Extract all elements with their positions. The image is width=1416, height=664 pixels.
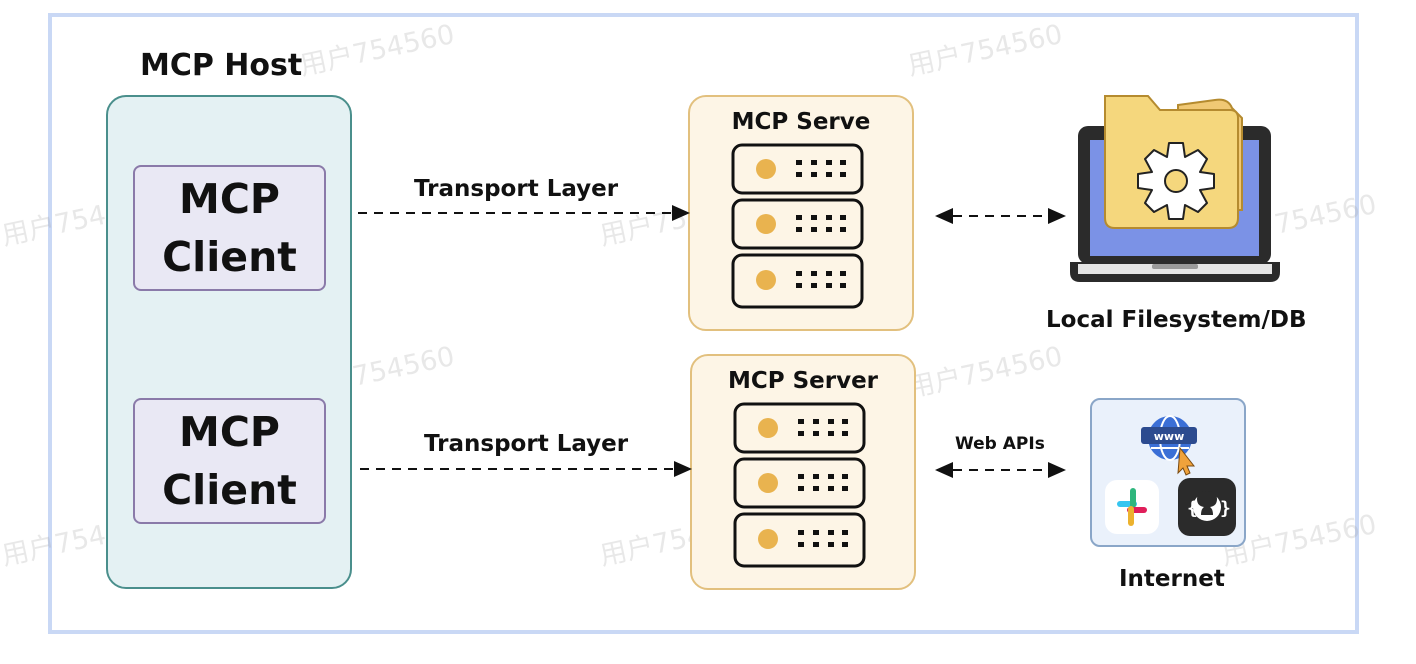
transport-label: Transport Layer <box>414 176 619 202</box>
local-filesystem-label: Local Filesystem/DB <box>1046 307 1307 333</box>
client-label-line2: Client <box>162 466 297 514</box>
client-node: MCP Client <box>133 398 326 524</box>
client-label-line2: Client <box>162 233 297 281</box>
gear-icon <box>1137 142 1215 220</box>
www-text: www <box>1154 430 1185 443</box>
diagram-frame <box>48 13 1359 634</box>
slack-icon <box>1105 480 1159 534</box>
client-label-line1: MCP <box>179 175 280 223</box>
server-title: MCP Server <box>727 368 879 394</box>
github-icon: { } <box>1178 478 1236 536</box>
server-rack-icon <box>733 402 866 568</box>
svg-text:}: } <box>1220 498 1231 519</box>
globe-www-icon: www <box>1141 415 1197 476</box>
host-title: MCP Host <box>140 48 303 83</box>
server-rack-icon <box>731 143 864 309</box>
server-title: MCP Serve <box>731 109 871 135</box>
internet-label: Internet <box>1119 566 1225 592</box>
transport-label: Transport Layer <box>424 431 629 457</box>
svg-text:{: { <box>1187 498 1198 519</box>
client-node: MCP Client <box>133 165 326 291</box>
client-label-line1: MCP <box>179 408 280 456</box>
web-apis-label: Web APIs <box>955 434 1045 454</box>
